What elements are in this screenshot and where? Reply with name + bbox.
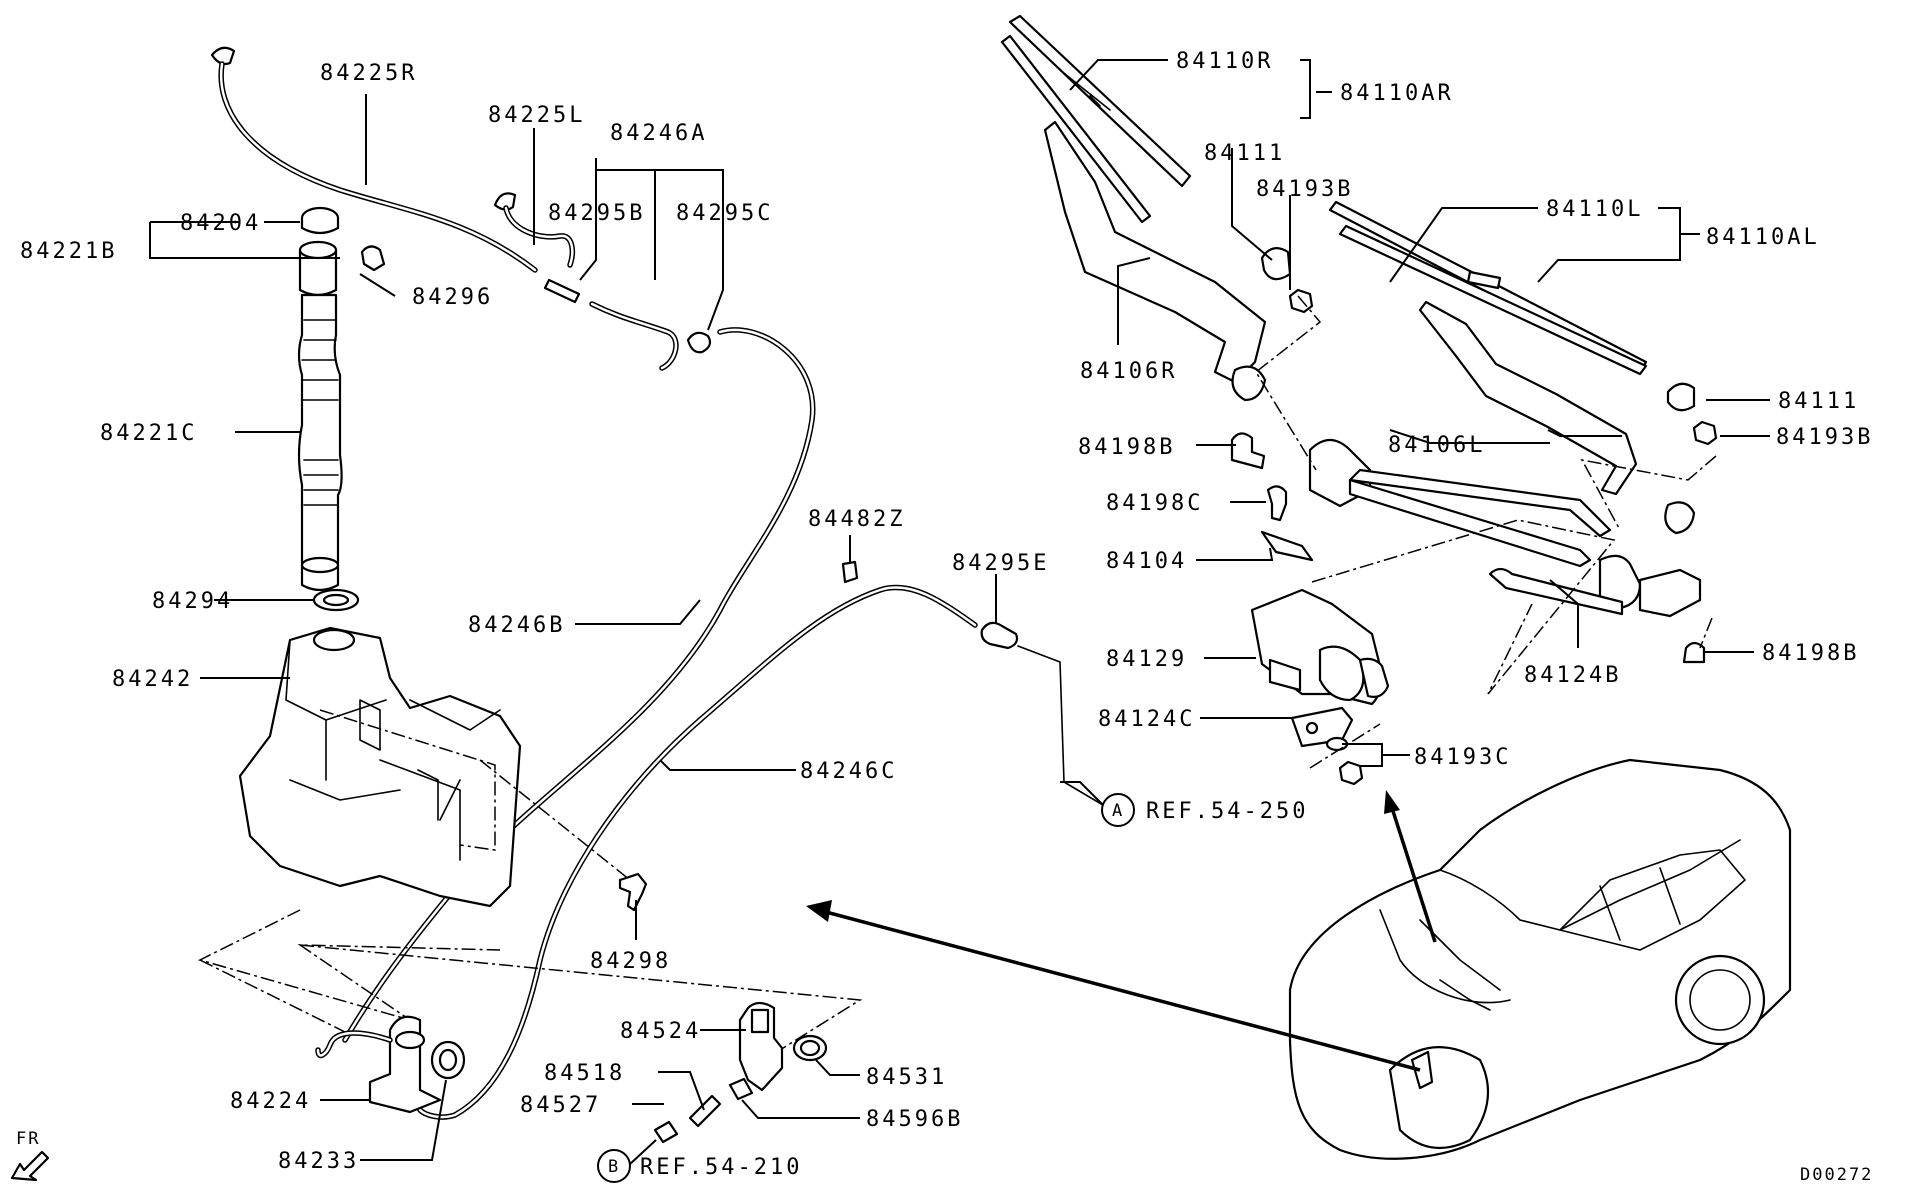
nut-84193B-right [1288,288,1314,314]
label-84193C: 84193C [1414,745,1511,770]
label-84246A: 84246A [610,121,707,146]
label-84518: 84518 [544,1061,625,1086]
label-84124C: 84124C [1098,707,1195,732]
label-84198B-lower: 84198B [1762,641,1859,666]
label-84233: 84233 [278,1149,359,1174]
label-84242: 84242 [112,667,193,692]
label-84104: 84104 [1106,549,1187,574]
label-84296: 84296 [412,285,493,310]
ref-b-letter: B [608,1157,620,1177]
tube-84221C [297,293,343,592]
cap-84111-right [1260,247,1292,281]
tank-84242 [197,626,863,1051]
label-84246C: 84246C [800,759,897,784]
label-84294: 84294 [152,589,233,614]
cap-84204 [300,206,340,235]
nut-84193B-left [1692,420,1718,446]
label-84111-right: 84111 [1204,141,1285,166]
blade-84110R [1000,14,1192,224]
hose-84246C [417,584,978,1120]
cap-84111-left [1666,382,1696,412]
joint-84295E [980,621,1019,650]
label-84221B: 84221B [20,239,117,264]
label-84198C: 84198C [1106,491,1203,516]
label-84295C: 84295C [676,201,773,226]
bolt-84198B-upper [1230,432,1266,470]
label-84193B-right: 84193B [1256,177,1353,202]
label-84110R: 84110R [1176,49,1273,74]
nozzle-84225R [210,46,538,273]
label-84246B: 84246B [468,613,565,638]
bolt-84298 [618,872,648,912]
part-labels: 84225R 84225L 84246A 84295B 84295C 84204… [20,49,1873,1174]
grommet-84233 [430,1040,466,1080]
motor-84129 [1250,588,1390,706]
bolt-84198C [1266,485,1288,522]
ref-callout-b: B REF.54-210 [597,1139,802,1183]
pump-84524 [738,1001,784,1092]
linkage-84124B [1308,438,1702,618]
hose-84246B [342,327,816,1043]
hose-84518 [688,1094,722,1128]
nozzle-84225L [493,192,575,268]
label-84204: 84204 [180,211,261,236]
leader-lines [149,59,1770,1161]
label-84596B: 84596B [866,1107,963,1132]
arrow-to-motor [1384,790,1437,943]
arrow-to-tank [806,900,1421,1072]
ref-callout-a: A REF.54-250 [1060,781,1308,827]
label-84482Z: 84482Z [808,507,905,532]
joint-84527 [653,1120,679,1144]
car-outline [1288,758,1792,1160]
arm-84106L [1418,300,1696,535]
label-84198B-upper: 84198B [1078,435,1175,460]
front-arrow [10,1150,50,1182]
clip-84296 [360,245,386,272]
label-84106R: 84106R [1080,359,1177,384]
label-84111-left: 84111 [1778,389,1859,414]
label-84110AR: 84110AR [1340,81,1454,106]
joint-84596B [728,1077,754,1101]
label-84110L: 84110L [1546,197,1643,222]
label-84295E: 84295E [952,551,1049,576]
label-84106L: 84106L [1388,433,1485,458]
front-label: FR [16,1129,40,1149]
packing-84294 [312,588,360,612]
blade-84110L [1328,200,1648,376]
joint-84295C [686,331,712,354]
neck-84221B [298,240,338,297]
hose-84246A [589,301,679,371]
label-84298: 84298 [590,949,671,974]
label-84225R: 84225R [320,61,417,86]
ref-a-letter: A [1112,801,1124,821]
label-84221C: 84221C [100,421,197,446]
label-84225L: 84225L [488,103,585,128]
label-84295B: 84295B [548,201,645,226]
joint-84295B [543,278,581,304]
bolt-84198B-lower [1682,641,1706,664]
ref-a-text: REF.54-250 [1146,799,1308,824]
diagram-code: D00272 [1800,1165,1873,1185]
clip-84482Z [841,560,859,584]
label-84124B: 84124B [1524,663,1621,688]
label-84524: 84524 [620,1019,701,1044]
nut-84193C [1325,736,1364,786]
bracket-84124C [1290,706,1354,748]
label-84531: 84531 [866,1065,947,1090]
grommet-84531 [792,1034,828,1062]
arm-84106R [1043,120,1267,402]
label-84224: 84224 [230,1089,311,1114]
label-84193B-left: 84193B [1776,425,1873,450]
label-84129: 84129 [1106,647,1187,672]
bracket-84104 [1260,530,1314,562]
pump-84224 [315,1015,442,1114]
ref-b-text: REF.54-210 [640,1155,802,1180]
label-84110AL: 84110AL [1706,225,1820,250]
label-84527: 84527 [520,1093,601,1118]
